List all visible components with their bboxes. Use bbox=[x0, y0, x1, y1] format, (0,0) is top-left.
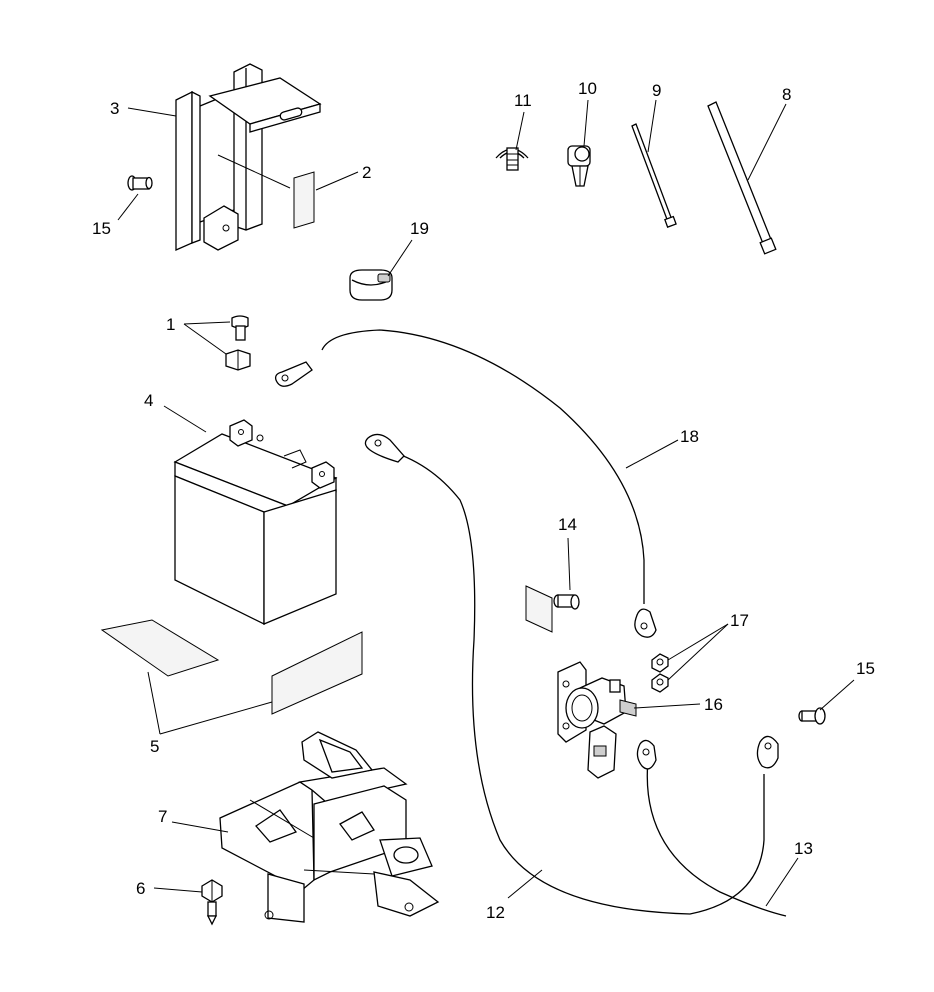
starter-solenoid bbox=[557, 661, 637, 779]
callout-15-upper: 15 bbox=[92, 219, 111, 238]
terminal-cap bbox=[349, 269, 393, 301]
push-clip bbox=[495, 147, 529, 171]
bracket-label bbox=[293, 171, 315, 229]
cables bbox=[321, 329, 787, 917]
leader-lines bbox=[117, 99, 855, 907]
callout-3: 3 bbox=[110, 99, 119, 118]
battery-labels bbox=[100, 619, 363, 715]
callout-8: 8 bbox=[782, 85, 791, 104]
callout-16: 16 bbox=[704, 695, 723, 714]
callout-14: 14 bbox=[558, 515, 577, 534]
callout-15-right: 15 bbox=[856, 659, 875, 678]
cable-tie-long bbox=[707, 101, 777, 255]
callout-2: 2 bbox=[362, 163, 371, 182]
callout-19: 19 bbox=[410, 219, 429, 238]
screw-14 bbox=[525, 585, 580, 633]
terminal-bolt-nut bbox=[225, 315, 251, 371]
callout-10: 10 bbox=[578, 79, 597, 98]
callout-6: 6 bbox=[136, 879, 145, 898]
callout-18: 18 bbox=[680, 427, 699, 446]
cable-tie-short bbox=[631, 123, 677, 228]
battery bbox=[173, 419, 338, 626]
callout-5: 5 bbox=[150, 737, 159, 756]
callout-numbers: 3 2 15 11 10 9 8 19 1 4 18 14 17 15 16 5… bbox=[92, 79, 875, 922]
callout-11: 11 bbox=[514, 91, 532, 110]
callout-7: 7 bbox=[158, 807, 167, 826]
callout-12: 12 bbox=[486, 903, 505, 922]
terminal-nuts bbox=[651, 653, 669, 693]
callout-13: 13 bbox=[794, 839, 813, 858]
battery-bracket bbox=[175, 63, 322, 251]
callout-17: 17 bbox=[730, 611, 749, 630]
screw-lower-right bbox=[798, 707, 826, 725]
battery-tray bbox=[219, 731, 440, 923]
ring-terminal-top bbox=[274, 361, 313, 387]
callout-1: 1 bbox=[166, 315, 175, 334]
screw-upper bbox=[127, 175, 153, 191]
tray-bolt bbox=[201, 879, 223, 926]
callout-9: 9 bbox=[652, 81, 661, 100]
callout-4: 4 bbox=[144, 391, 153, 410]
cable-clip bbox=[567, 145, 591, 187]
